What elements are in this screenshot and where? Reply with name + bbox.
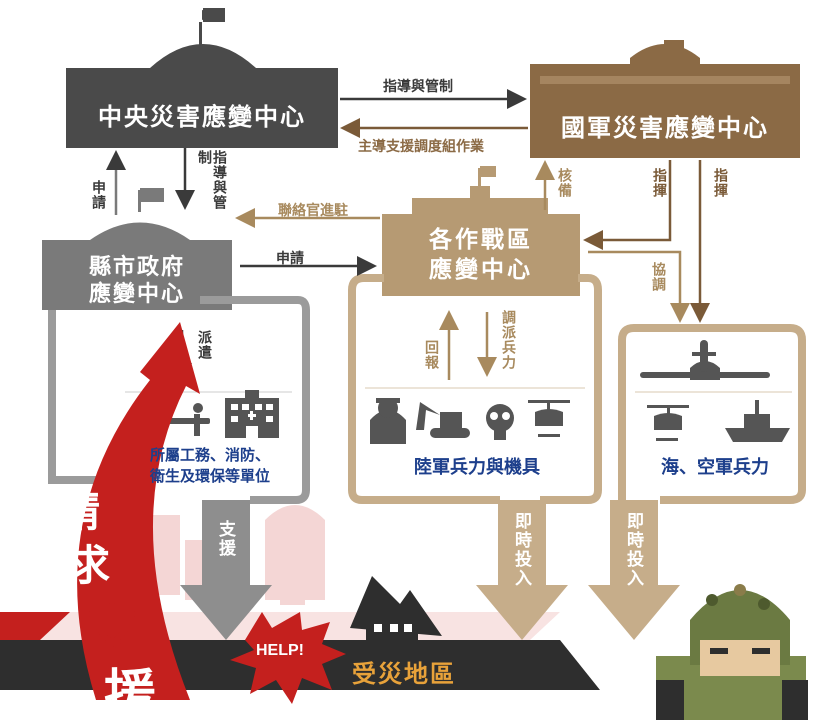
edge-guide-control-vertical: 指導與管制 [196,150,227,210]
theater-frame [348,274,384,330]
edge-report: 回報 [423,340,439,370]
theater-title-line1: 各作戰區 [429,227,533,253]
edge-approve: 核備 [556,168,572,198]
deploy-label-2: 即時投入 [623,512,643,588]
edge-deploy-force: 調派兵力 [500,310,516,370]
theater-title-line2: 應變中心 [429,257,533,283]
county-title: 縣市政府 應變中心 [42,252,232,310]
edge-apply-right: 申請 [276,251,304,267]
gas-mask-icon [486,404,514,440]
army-units-label: 陸軍兵力與機具 [414,457,540,478]
request-char-3: 支 [86,601,139,661]
help-burst [230,612,346,704]
edge-apply-up: 申請 [90,180,106,210]
request-char-2: 求 [68,541,111,590]
help-label: HELP! [256,642,304,659]
navy-helicopter-icon [647,405,689,441]
warship-icon [725,400,790,442]
collapsed-house-icon [350,576,442,640]
edge-command-1: 指揮 [651,168,667,198]
theater-building-icon [412,166,548,214]
request-support-text: 請 求 支 援 [56,478,176,725]
military-title: 國軍災害應變中心 [561,113,769,142]
theater-deploy-arrow [476,500,568,640]
disaster-area-label: 受災地區 [352,660,456,688]
county-units-line2: 衛生及環保等單位 [149,467,270,485]
edge-coordinate: 協調 [650,262,666,292]
navy-deploy-arrow [588,500,680,640]
edge-dispatch: 派遣 [196,330,212,360]
soldier-icon [370,398,406,444]
county-units-label: 所屬工務、消防、 衛生及環保等單位 [125,445,295,487]
hospital-icon [225,390,279,438]
military-box [530,76,800,158]
soldier-illustration [656,584,808,720]
theater-box [382,214,580,296]
navy-air-frame [618,324,806,504]
helicopter-icon [528,400,570,437]
county-building-icon [42,188,232,252]
navy-air-units-label: 海、空軍兵力 [661,457,769,478]
aircraft-icon [640,340,770,380]
support-label: 支援 [215,520,235,558]
central-box [66,80,338,148]
county-title-line2: 應變中心 [88,282,185,307]
request-char-1: 請 [58,487,101,536]
central-building-icon [66,8,338,80]
deploy-label-1: 即時投入 [511,512,531,588]
excavator-icon [416,402,470,438]
edge-lead-support: 主導支援調度組作業 [358,139,484,155]
county-units-line1: 所屬工務、消防、 [149,446,270,464]
request-char-4: 援 [104,665,157,725]
military-building-icon [530,40,800,76]
edge-guide-control: 指導與管制 [383,79,453,95]
county-title-line1: 縣市政府 [88,255,185,280]
theater-title: 各作戰區 應變中心 [382,214,580,296]
request-support-arrow [77,322,200,700]
central-title: 中央災害應變中心 [98,102,306,131]
edge-liaison: 聯絡官進駐 [278,203,348,219]
edge-command-2: 指揮 [712,168,728,198]
county-support-arrow [180,500,272,640]
